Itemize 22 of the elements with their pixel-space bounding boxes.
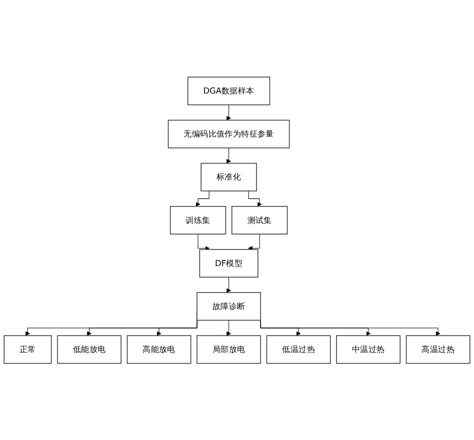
node-box: 正常: [4, 335, 52, 364]
node-box: 标准化: [200, 162, 257, 192]
arrow: [248, 234, 260, 250]
node-box: 故障诊断: [196, 292, 261, 320]
node-box: DF模型: [199, 248, 258, 278]
arrow: [226, 147, 232, 164]
arrow: [226, 276, 232, 293]
arrow: [226, 320, 232, 336]
node-box: 局部放电: [196, 335, 261, 364]
node-box: 训练集: [170, 206, 226, 234]
node-box: 低能放电: [57, 335, 122, 364]
arrow: [198, 234, 210, 250]
arrow: [226, 104, 232, 120]
node-box: 高能放电: [126, 335, 192, 364]
node-box: 低温过热: [266, 335, 331, 364]
arrow: [196, 190, 210, 206]
node-box: 中温过热: [336, 335, 401, 364]
node-box: 无编码比值作为特征参量: [168, 120, 290, 148]
node-box: 高温过热: [406, 335, 470, 364]
node-box: DGA数据样本: [187, 76, 270, 105]
node-box: 测试集: [231, 206, 288, 234]
arrow: [248, 190, 262, 206]
